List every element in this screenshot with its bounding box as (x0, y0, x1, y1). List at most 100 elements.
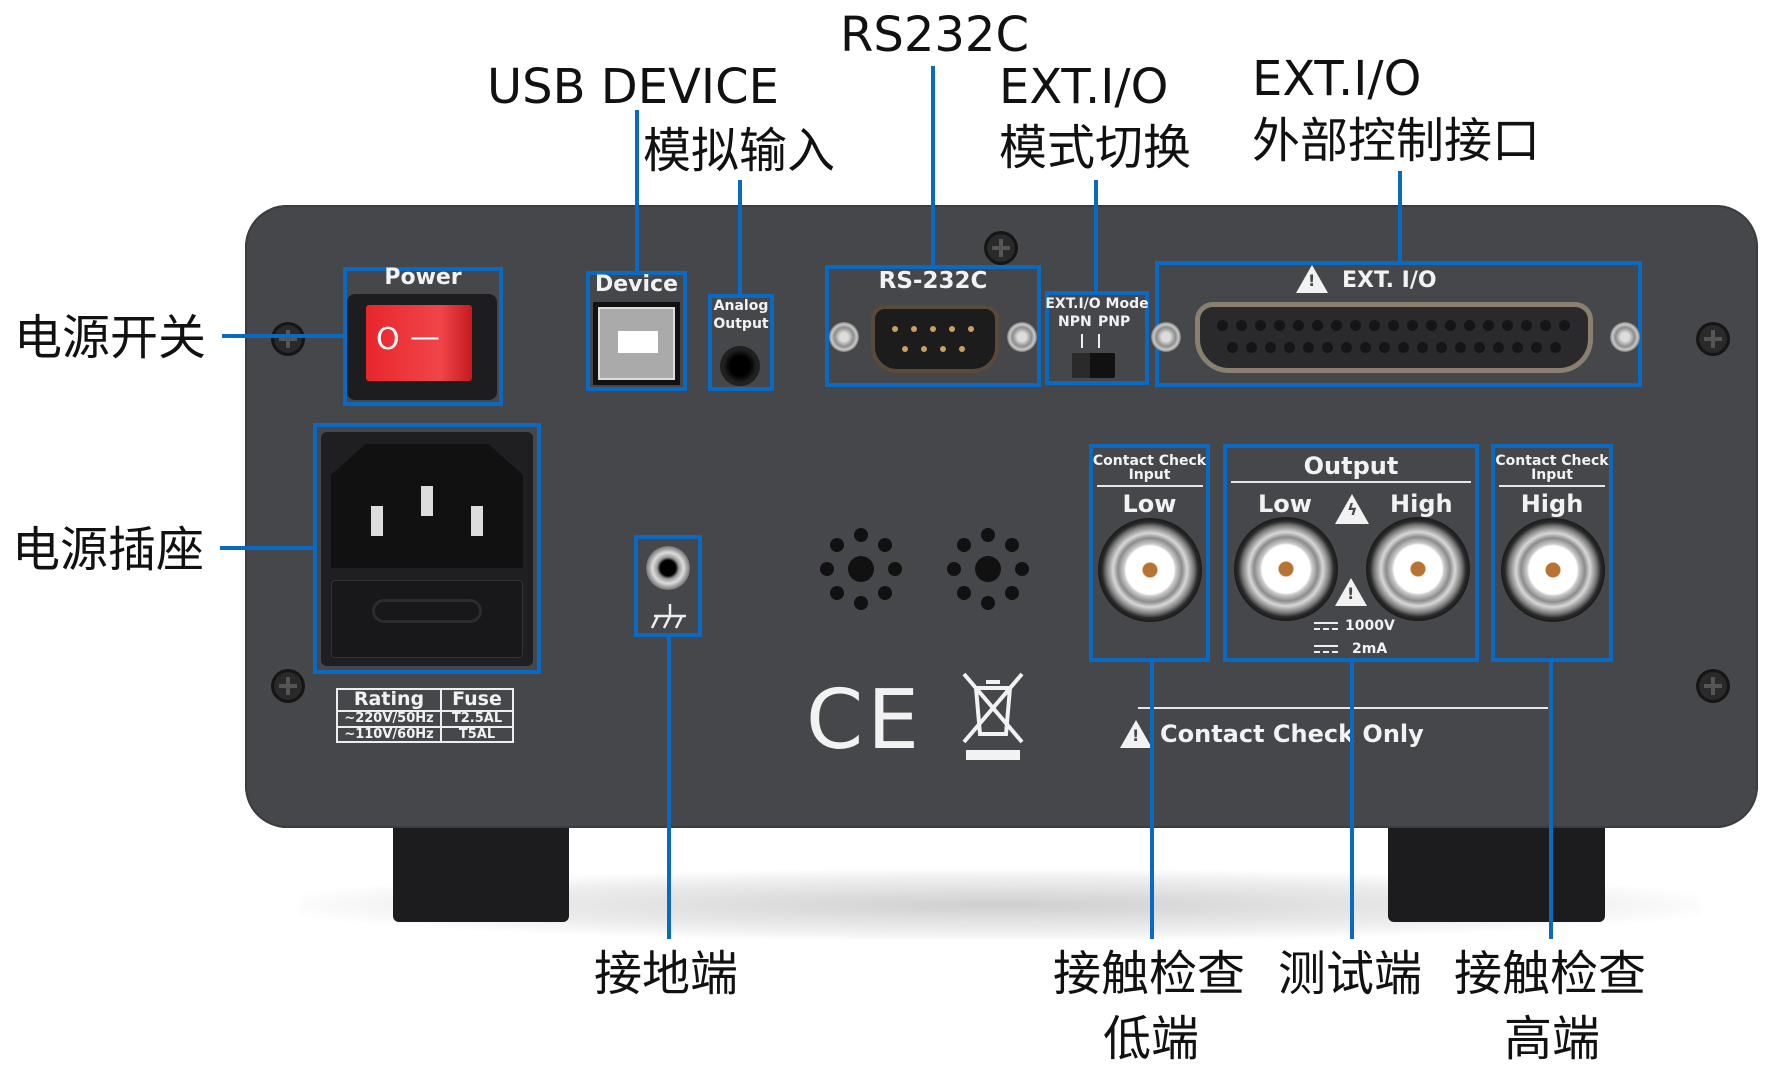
pin (1407, 320, 1418, 331)
speaker-hole (981, 596, 995, 610)
rs232c-highlight (825, 265, 1041, 387)
voltage-rating: 1000V (1345, 618, 1395, 634)
weee-bin-icon (962, 672, 1024, 760)
screw-icon (984, 231, 1018, 265)
pin (1341, 342, 1352, 353)
fuse-drawer[interactable] (331, 580, 523, 658)
cc-low-bnc-connector[interactable] (1098, 518, 1202, 622)
speaker-hole (947, 562, 961, 576)
callout-line (220, 546, 313, 550)
speaker-hole (878, 537, 893, 552)
pin (1521, 320, 1532, 331)
analog-output-jack[interactable] (720, 346, 760, 386)
divider (1499, 485, 1605, 487)
screw-icon (1696, 322, 1730, 356)
pin (1284, 342, 1295, 353)
callout-line (1094, 180, 1098, 291)
screw-icon (1696, 669, 1730, 703)
ext-io-db37-port[interactable] (1195, 302, 1593, 373)
iec-inlet (331, 444, 523, 568)
speaker-hole (878, 586, 893, 601)
pin (1502, 320, 1513, 331)
output-high-label: High (1390, 490, 1453, 518)
callout-rs232c: RS232C (840, 7, 1029, 63)
hex-nut (1610, 322, 1640, 352)
pin (949, 326, 955, 332)
warning-icon (1120, 720, 1152, 748)
ext-io-mode-highlight (1045, 291, 1149, 385)
callout-line (667, 637, 671, 939)
speaker-hole (1015, 562, 1029, 576)
hex-nut (829, 322, 859, 352)
output-label: Output (1303, 452, 1399, 480)
screw-icon (271, 669, 305, 703)
output-high-bnc-connector[interactable] (1366, 517, 1470, 621)
analog-output-highlight (708, 294, 774, 391)
callout-line (635, 110, 639, 271)
pin (911, 326, 917, 332)
output-highlight (1223, 444, 1479, 662)
analog-label-1: Analog (713, 298, 769, 314)
pin (1331, 320, 1342, 331)
power-switch[interactable]: O — (347, 294, 497, 400)
high-voltage-warning-icon: ϟ (1335, 494, 1369, 524)
npn-pnp-slide-switch[interactable] (1072, 353, 1115, 378)
warning-icon (1335, 578, 1367, 606)
ce-mark: CE (806, 673, 924, 768)
callout-power-switch: 电源开关 (14, 310, 207, 366)
pin (1322, 342, 1333, 353)
pnp-label: PNP (1098, 314, 1131, 330)
hex-nut (1151, 322, 1181, 352)
power-label: Power (384, 265, 462, 290)
cc-high-bnc-connector[interactable] (1501, 518, 1605, 622)
pin (1559, 320, 1570, 331)
pin (1246, 342, 1257, 353)
callout-line (931, 66, 935, 265)
device-label: Device (594, 272, 679, 297)
ext-io-label: EXT. I/O (1342, 268, 1437, 293)
speaker-hole (956, 537, 971, 552)
pin (930, 326, 936, 332)
off-symbol: O (376, 322, 400, 357)
rs232c-db9-port[interactable] (871, 305, 999, 373)
pin (1379, 342, 1390, 353)
pin (1236, 320, 1247, 331)
pin (1265, 342, 1276, 353)
speaker-hole (854, 528, 868, 542)
pin (1455, 342, 1466, 353)
speaker-hole (981, 528, 995, 542)
pin (1398, 342, 1409, 353)
callout-line (1398, 171, 1402, 261)
callout-test-terminal: 测试端 (1278, 946, 1423, 1002)
speaker-hole (829, 586, 844, 601)
callout-line (222, 334, 343, 338)
divider (1097, 485, 1203, 487)
usb-b-port[interactable] (593, 302, 680, 385)
pin (1550, 342, 1561, 353)
callout-cc-high-1: 接触检查 (1454, 946, 1647, 1002)
callout-cc-low-1: 接触检查 (1053, 946, 1246, 1002)
npn-tick (1081, 334, 1083, 348)
pin (1531, 342, 1542, 353)
screw-icon (271, 322, 305, 356)
callout-ext-io-mode-1: EXT.I/O (999, 59, 1169, 115)
callout-power-socket: 电源插座 (12, 522, 205, 578)
dc-symbol (1314, 645, 1338, 653)
callout-line (738, 180, 742, 294)
pin (1303, 342, 1314, 353)
dc-symbol (1314, 622, 1338, 630)
output-low-bnc-connector[interactable] (1234, 517, 1338, 621)
divider (1231, 481, 1471, 483)
callout-cc-low-2: 低端 (1103, 1011, 1200, 1067)
cc-low-highlight (1089, 444, 1210, 662)
speaker-hole (888, 562, 902, 576)
pin (968, 326, 974, 332)
callout-line (1549, 662, 1553, 939)
ground-icon (650, 604, 686, 629)
ground-terminal[interactable] (646, 546, 690, 590)
rs232c-label: RS-232C (878, 268, 988, 294)
callout-line (1150, 662, 1154, 939)
callout-ext-io-2: 外部控制接口 (1252, 113, 1541, 169)
power-socket[interactable] (321, 432, 533, 666)
